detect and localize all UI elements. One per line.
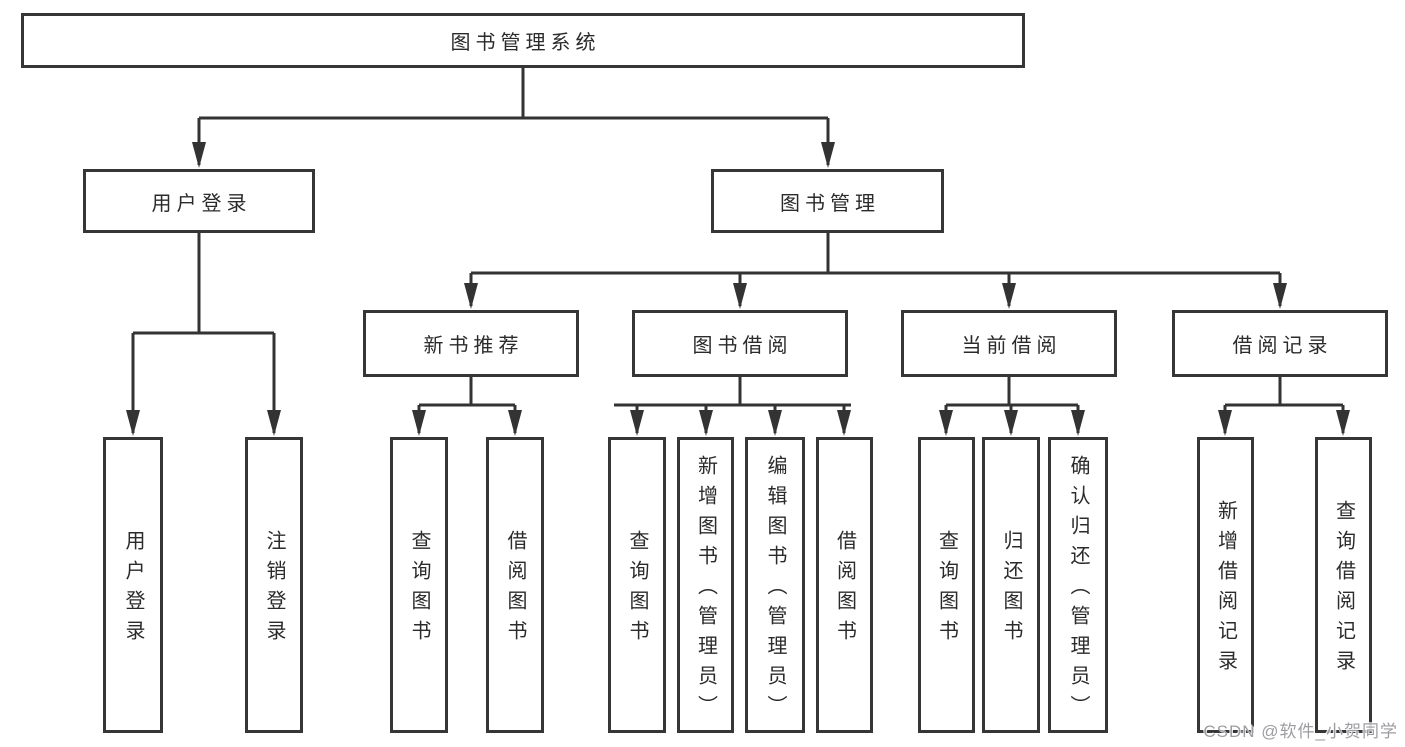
leaf-borrow-books-recommend: 借阅图书: [486, 437, 544, 733]
node-library-management-system: 图书管理系统: [21, 13, 1025, 68]
node-book-borrowing: 图书借阅: [632, 310, 848, 377]
leaf-borrow-books-borrowing: 借阅图书: [816, 437, 873, 733]
leaf-add-books-admin: 新增图书（管理员）: [677, 437, 734, 733]
leaf-logout: 注销登录: [245, 437, 303, 733]
leaf-query-borrow-record: 查询借阅记录: [1315, 437, 1372, 733]
leaf-query-books-borrowing: 查询图书: [608, 437, 666, 733]
leaf-add-borrow-record: 新增借阅记录: [1197, 437, 1254, 733]
leaf-confirm-return-admin: 确认归还（管理员）: [1048, 437, 1108, 733]
node-borrowing-records: 借阅记录: [1172, 310, 1388, 377]
leaf-edit-books-admin: 编辑图书（管理员）: [745, 437, 805, 733]
node-user-login: 用户登录: [83, 169, 315, 233]
node-current-borrowing: 当前借阅: [901, 310, 1117, 377]
watermark-text: CSDN @软件_小贺同学: [1203, 722, 1398, 741]
leaf-return-books: 归还图书: [982, 437, 1040, 733]
node-new-book-recommendation: 新书推荐: [363, 310, 579, 377]
leaf-query-books-recommend: 查询图书: [390, 437, 448, 733]
leaf-user-login: 用户登录: [103, 437, 163, 733]
leaf-query-books-current: 查询图书: [918, 437, 975, 733]
node-book-management: 图书管理: [711, 169, 944, 233]
